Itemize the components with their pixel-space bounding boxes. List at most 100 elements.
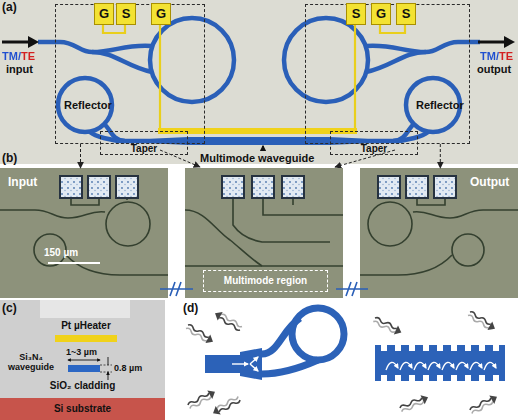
micrograph <box>0 168 518 298</box>
panel-label: (c) <box>2 302 17 316</box>
grating-sketch <box>470 362 482 370</box>
waveguide <box>38 18 259 145</box>
electrode-pad: G <box>371 3 391 25</box>
schematic-background <box>0 0 518 164</box>
micrograph <box>452 234 484 266</box>
micrograph <box>71 198 127 205</box>
dimension-label: 1~3 µm <box>66 347 97 357</box>
grating-sketch <box>493 345 499 351</box>
grating-sketch <box>414 362 426 370</box>
node-text: Si substrate <box>0 403 165 415</box>
panel-label: (b) <box>2 152 17 166</box>
io-arrow <box>504 36 515 48</box>
micrograph <box>368 202 412 246</box>
taper-region: Taper <box>100 131 188 155</box>
grating-sketch <box>469 392 500 416</box>
grating-sketch <box>451 375 457 381</box>
grating-sketch <box>437 345 443 351</box>
micrograph <box>185 168 343 298</box>
micrograph <box>413 210 518 218</box>
micrograph <box>417 198 445 205</box>
port-label: output <box>477 63 511 76</box>
io-arrow <box>262 146 264 151</box>
io-arrow <box>2 36 515 151</box>
micrograph <box>88 176 110 198</box>
grating-sketch <box>465 375 471 381</box>
cross-section <box>68 365 100 372</box>
grating-sketch <box>442 362 454 370</box>
cross-section <box>0 300 165 398</box>
grating-sketch <box>493 375 499 381</box>
grating-sketch <box>479 345 485 351</box>
electrode-pad: S <box>396 3 416 25</box>
micrograph <box>222 176 244 198</box>
reflector-sketch <box>187 387 218 411</box>
reflector-sketch <box>185 308 345 418</box>
grating-sketch <box>372 315 403 337</box>
cross-section <box>68 360 100 361</box>
electrode-pad: G <box>94 3 114 25</box>
grating-sketch <box>451 345 457 351</box>
node-text: Output <box>470 176 509 190</box>
reflector-sketch <box>250 364 258 371</box>
grating-sketch <box>386 362 496 370</box>
grating-sketch <box>437 375 443 381</box>
grating-sketch <box>381 345 499 381</box>
part-label: Multimode waveguide <box>200 152 314 165</box>
micrograph <box>60 176 82 198</box>
grating-sketch <box>484 362 496 370</box>
micrograph <box>252 176 274 198</box>
grating-sketch <box>381 375 387 381</box>
grating-sketch <box>479 375 485 381</box>
node-text: Multimode region <box>204 275 327 287</box>
node-text: Input <box>8 176 37 190</box>
leader-arrow <box>440 144 441 168</box>
io-arrow <box>478 41 506 44</box>
node-text: S <box>347 4 365 24</box>
grating-sketch <box>386 362 398 370</box>
node-text: G <box>372 4 390 24</box>
micrograph <box>0 168 168 298</box>
grating-sketch <box>395 375 401 381</box>
grating-sketch <box>465 345 471 351</box>
cross-section <box>108 357 109 380</box>
node-text: Taper <box>101 143 187 155</box>
node-text: SiO₂ cladding <box>0 380 165 392</box>
micrograph <box>282 176 304 198</box>
break-mark <box>160 282 193 296</box>
reflector-region: Reflector SGS <box>305 4 470 144</box>
grating-sketch <box>467 309 498 333</box>
part-label: Si₃N₄ waveguide <box>2 352 60 373</box>
grating-sketch <box>423 345 429 351</box>
taper-region: Taper <box>330 131 418 155</box>
panel-label: (a) <box>2 1 17 15</box>
node-text: Taper <box>331 143 417 155</box>
node-text: S <box>397 4 415 24</box>
reflector-sketch <box>250 357 258 364</box>
multimode-region-box: Multimode region <box>203 270 328 292</box>
micrograph <box>233 198 330 242</box>
waveguide <box>259 18 480 145</box>
micrograph-panel: Input <box>0 168 168 298</box>
cladding-layer: SiO₂ cladding <box>0 318 165 398</box>
micrograph <box>263 198 343 215</box>
node-text: S <box>117 4 135 24</box>
mode-label: TM/TE <box>2 50 35 63</box>
leader-line <box>160 150 200 167</box>
micrograph <box>0 210 105 218</box>
grating-sketch <box>423 375 429 381</box>
waveguide <box>38 18 480 145</box>
node-text: Reflector <box>416 99 464 112</box>
grating-sketch <box>395 345 401 351</box>
node-text: G <box>152 4 170 24</box>
grating-sketch <box>409 375 415 381</box>
leader-arrow <box>80 144 81 168</box>
grating-sketch <box>456 362 468 370</box>
leader-line <box>160 150 395 167</box>
grating-sketch <box>399 393 430 415</box>
cross-section <box>40 300 130 318</box>
panel-label: (d) <box>183 302 198 316</box>
reflector-sketch <box>213 309 244 333</box>
